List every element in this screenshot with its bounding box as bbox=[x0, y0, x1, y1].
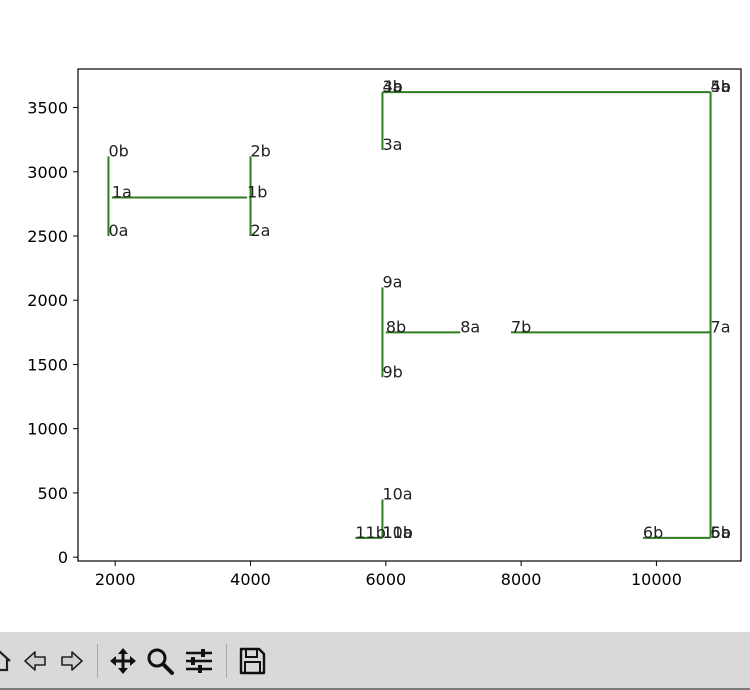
x-tick-label: 8000 bbox=[501, 570, 542, 589]
point-label: 2b bbox=[251, 141, 271, 160]
point-label: 1b bbox=[247, 182, 267, 201]
pan-button[interactable] bbox=[106, 644, 140, 678]
point-label: 7b bbox=[511, 317, 531, 336]
y-tick-label: 2500 bbox=[27, 227, 68, 246]
point-label: 9a bbox=[382, 272, 402, 291]
point-label: 11a bbox=[382, 523, 412, 542]
save-button[interactable] bbox=[234, 644, 270, 678]
move-icon bbox=[110, 648, 136, 674]
y-tick-label: 1000 bbox=[27, 420, 68, 439]
navigation-toolbar bbox=[0, 632, 750, 690]
chart: 2000 4000 6000 8000 10000 0 500 1000 1500 2000 25… bbox=[27, 68, 742, 589]
home-button[interactable] bbox=[0, 644, 14, 678]
zoom-button[interactable] bbox=[143, 644, 177, 678]
point-label: 10a bbox=[382, 484, 412, 503]
point-label: 8b bbox=[386, 317, 406, 336]
x-tick-label: 10000 bbox=[631, 570, 682, 589]
point-label: 8a bbox=[460, 317, 480, 336]
axes-frame bbox=[77, 68, 742, 562]
point-label: 6a bbox=[711, 523, 731, 542]
toolbar-separator bbox=[226, 644, 227, 678]
forward-button[interactable] bbox=[55, 644, 89, 678]
configure-subplots-button[interactable] bbox=[181, 644, 217, 678]
x-tick-label: 4000 bbox=[230, 570, 271, 589]
point-label: 1a bbox=[112, 182, 132, 201]
point-label: 0a bbox=[108, 221, 128, 240]
y-tick-label: 3500 bbox=[27, 99, 68, 118]
x-tick-label: 6000 bbox=[365, 570, 406, 589]
y-tick-label: 0 bbox=[58, 548, 68, 567]
point-label: 5b bbox=[711, 523, 731, 542]
x-tick-label: 2000 bbox=[95, 570, 136, 589]
point-label: 4a bbox=[382, 77, 402, 96]
point-label: 7a bbox=[711, 317, 731, 336]
point-label: 9b bbox=[382, 362, 402, 381]
point-label: 11b bbox=[355, 523, 386, 542]
home-icon bbox=[0, 650, 11, 672]
y-tick-label: 500 bbox=[37, 484, 68, 503]
point-label: 0b bbox=[108, 141, 128, 160]
arrow-right-icon bbox=[61, 651, 83, 671]
floppy-disk-icon bbox=[239, 647, 266, 675]
y-tick-label: 1500 bbox=[27, 355, 68, 374]
y-tick-label: 2000 bbox=[27, 291, 68, 310]
back-button[interactable] bbox=[18, 644, 52, 678]
point-label: 6b bbox=[643, 523, 663, 542]
point-label: 3a bbox=[382, 135, 402, 154]
point-label: 4b bbox=[711, 77, 731, 96]
chart-marks bbox=[107, 91, 712, 539]
point-label: 5a bbox=[711, 77, 731, 96]
y-axis: 0 500 1000 1500 2000 2500 3000 3500 bbox=[27, 99, 78, 567]
sliders-icon bbox=[186, 649, 212, 673]
point-label: 2a bbox=[251, 221, 271, 240]
point-label: 3b bbox=[382, 77, 402, 96]
magnifier-icon bbox=[147, 648, 174, 675]
arrow-left-icon bbox=[24, 651, 46, 671]
point-label: 10b bbox=[382, 523, 413, 542]
toolbar-separator bbox=[97, 644, 98, 678]
x-axis: 2000 4000 6000 8000 10000 bbox=[95, 561, 682, 589]
y-tick-label: 3000 bbox=[27, 163, 68, 182]
